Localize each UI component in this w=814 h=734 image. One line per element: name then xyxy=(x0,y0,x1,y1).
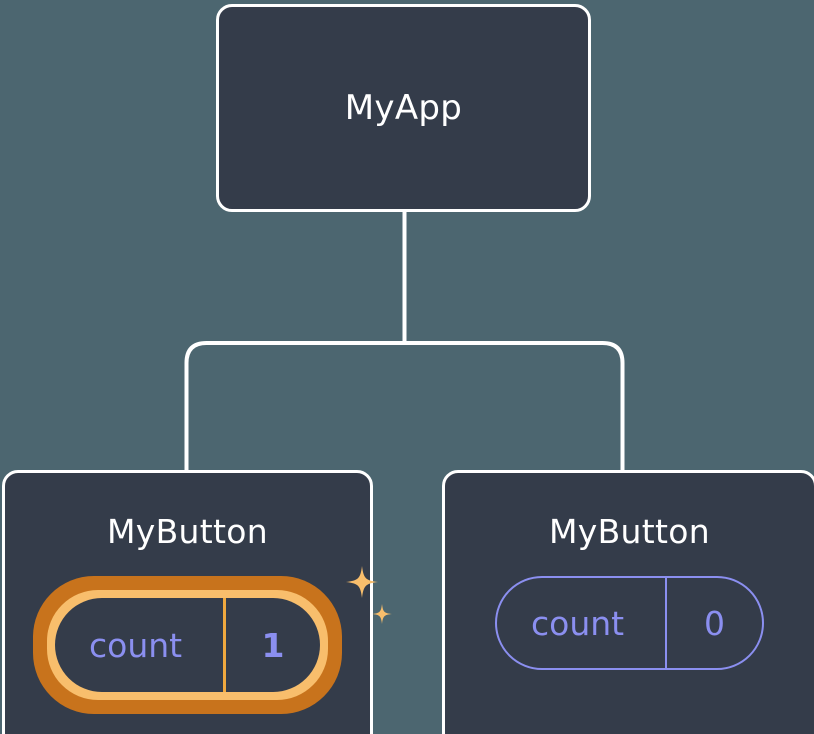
state-pill-highlight-ring-outer: count 1 xyxy=(33,576,342,714)
node-myapp[interactable]: MyApp xyxy=(216,4,591,212)
state-pill-left[interactable]: count 1 xyxy=(55,598,320,692)
state-pill-highlight-ring-inner: count 1 xyxy=(47,590,328,700)
state-pill-right-value: 0 xyxy=(665,578,762,668)
node-mybutton-left-title: MyButton xyxy=(107,512,268,551)
sparkle-small-icon xyxy=(372,604,392,624)
sparkle-large-icon xyxy=(346,566,378,598)
node-mybutton-left[interactable]: MyButton count 1 xyxy=(2,470,392,734)
node-mybutton-right[interactable]: MyButton count 0 xyxy=(442,470,814,734)
state-pill-right[interactable]: count 0 xyxy=(495,576,764,670)
state-pill-left-value: 1 xyxy=(223,598,320,692)
state-pill-left-key: count xyxy=(89,625,183,665)
state-pill-area-left: count 1 xyxy=(33,566,392,714)
sparkle-icon xyxy=(346,566,392,624)
node-mybutton-right-title: MyButton xyxy=(549,512,710,551)
state-pill-right-key: count xyxy=(531,603,625,643)
connector-branch-bar xyxy=(184,341,625,472)
state-pill-area-right: count 0 xyxy=(495,576,764,670)
node-myapp-title: MyApp xyxy=(344,88,463,128)
